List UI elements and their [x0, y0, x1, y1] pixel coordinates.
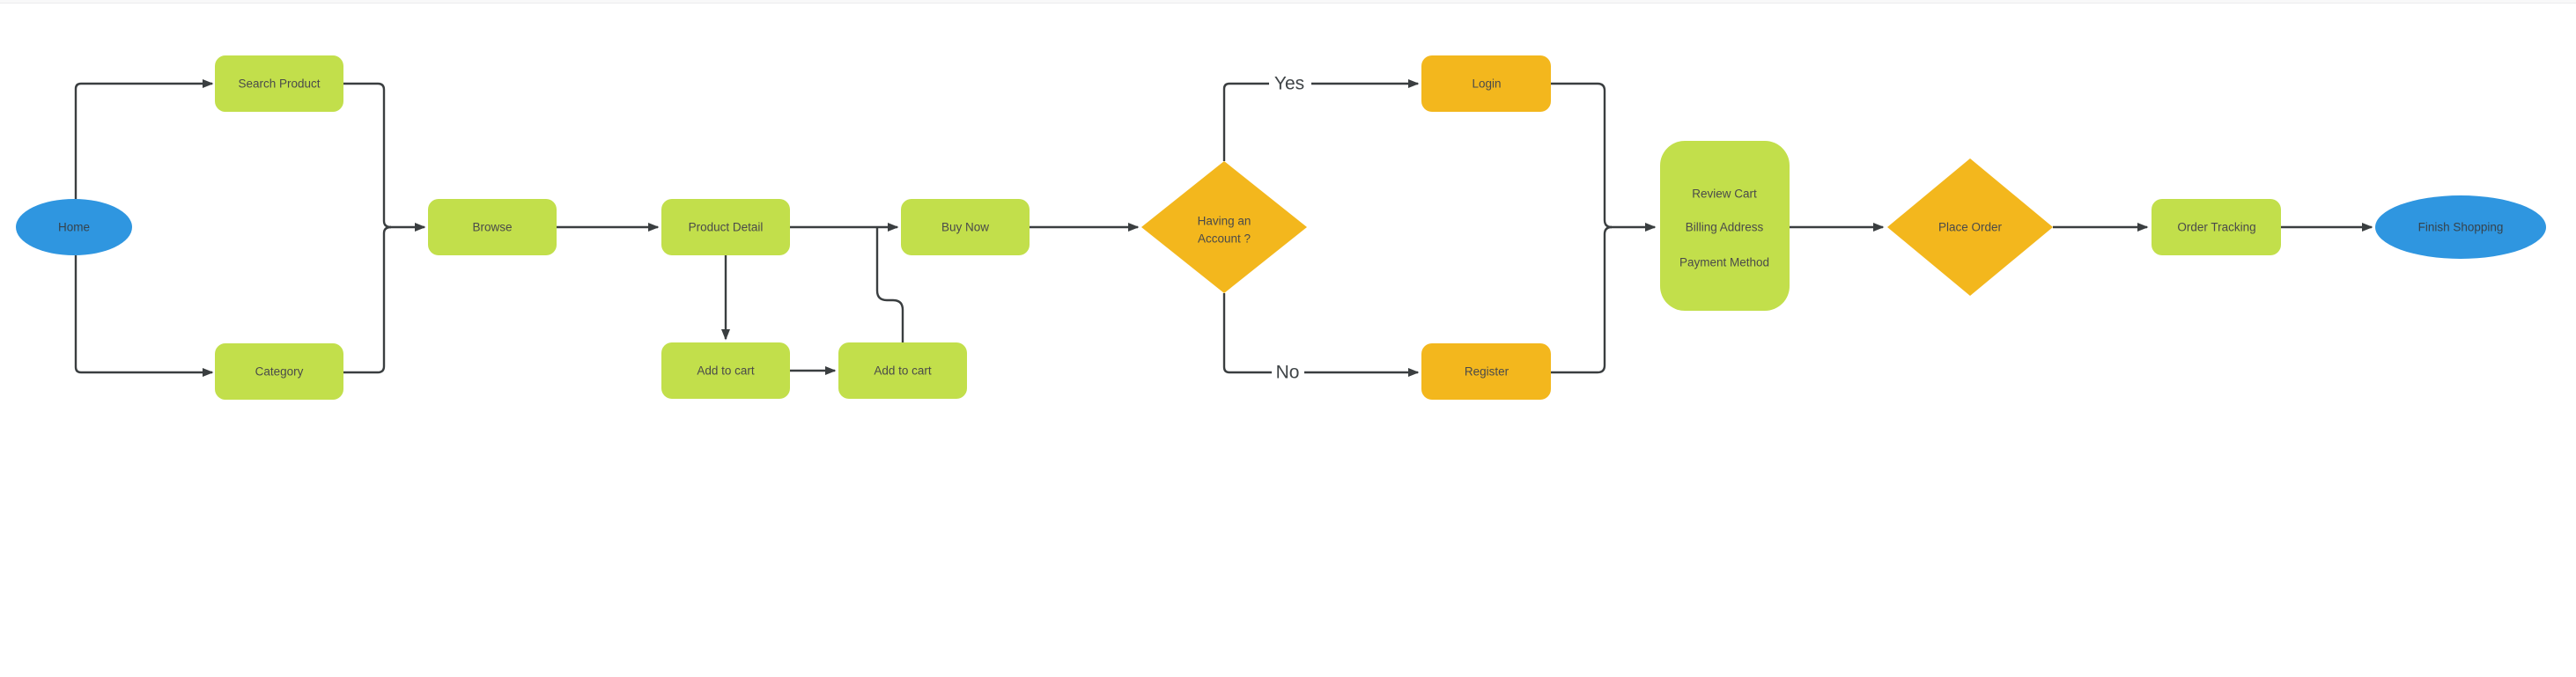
edge-home-to-search-product: [74, 79, 214, 199]
search-product-label: Search Product: [238, 77, 320, 91]
buy-now-shape[interactable]: [901, 199, 1030, 255]
place-order-decision-shape[interactable]: [1887, 158, 2053, 296]
browse-label: Browse: [472, 221, 512, 234]
home-terminator-shape[interactable]: [16, 199, 132, 255]
category-shape[interactable]: [215, 343, 343, 400]
node-register[interactable]: Register: [1421, 343, 1551, 400]
register-label: Register: [1465, 365, 1509, 379]
checkout-label-billing-address: Billing Address: [1686, 221, 1764, 234]
finish-shopping-label: Finish Shopping: [2418, 221, 2504, 234]
node-login[interactable]: Login: [1421, 55, 1551, 112]
register-shape[interactable]: [1421, 343, 1551, 400]
buy-now-label: Buy Now: [941, 221, 989, 234]
node-category[interactable]: Category: [215, 343, 343, 400]
node-add-to-cart-2[interactable]: Add to cart: [838, 342, 967, 399]
home-label: Home: [58, 221, 90, 234]
node-buy-now[interactable]: Buy Now: [901, 199, 1030, 255]
login-label: Login: [1472, 77, 1501, 91]
having-account-label-line1: Having an: [1198, 215, 1251, 228]
product-detail-label: Product Detail: [689, 221, 764, 234]
having-account-label-line2: Account ?: [1198, 232, 1251, 246]
edge-home-to-category: [74, 255, 214, 377]
node-search-product[interactable]: Search Product: [215, 55, 343, 112]
category-label: Category: [255, 365, 304, 379]
add-to-cart-2-label: Add to cart: [874, 364, 932, 378]
finish-shopping-terminator-shape[interactable]: [2375, 195, 2546, 259]
edge-having-account-yes-line-1: [1222, 82, 1269, 161]
node-having-account[interactable]: Having an Account ?: [1141, 161, 1307, 293]
edge-label-yes: Yes: [1274, 74, 1304, 94]
edge-register-to-join: [1551, 225, 1613, 374]
node-browse[interactable]: Browse: [428, 199, 557, 255]
connectors: [74, 79, 2373, 377]
node-home[interactable]: Home: [16, 199, 132, 255]
node-place-order[interactable]: Place Order: [1887, 158, 2053, 296]
edge-login-to-join: [1551, 82, 1613, 229]
place-order-label: Place Order: [1938, 221, 2003, 234]
node-finish-shopping[interactable]: Finish Shopping: [2375, 195, 2546, 259]
order-tracking-shape[interactable]: [2152, 199, 2281, 255]
search-product-shape[interactable]: [215, 55, 343, 112]
add-to-cart-2-shape[interactable]: [838, 342, 967, 399]
login-shape[interactable]: [1421, 55, 1551, 112]
edge-category-to-join: [343, 225, 392, 374]
edge-add-to-cart-2-to-buy-now-line: [875, 228, 904, 342]
checkout-label-payment-method: Payment Method: [1679, 256, 1769, 269]
top-window-border: [0, 0, 2576, 4]
checkout-shape[interactable]: [1660, 141, 1790, 311]
node-order-tracking[interactable]: Order Tracking: [2152, 199, 2281, 255]
order-tracking-label: Order Tracking: [2177, 221, 2255, 234]
edge-label-no: No: [1276, 363, 1300, 383]
checkout-label-review-cart: Review Cart: [1692, 188, 1757, 201]
node-checkout[interactable]: Review Cart Billing Address Payment Meth…: [1660, 141, 1790, 311]
product-detail-shape[interactable]: [661, 199, 790, 255]
edge-having-account-no-line-1: [1222, 293, 1272, 374]
node-add-to-cart-1[interactable]: Add to cart: [661, 342, 790, 399]
add-to-cart-1-shape[interactable]: [661, 342, 790, 399]
edge-search-product-to-join: [343, 82, 392, 229]
node-product-detail[interactable]: Product Detail: [661, 199, 790, 255]
having-account-decision-shape[interactable]: [1141, 161, 1307, 293]
browse-shape[interactable]: [428, 199, 557, 255]
add-to-cart-1-label: Add to cart: [697, 364, 755, 378]
